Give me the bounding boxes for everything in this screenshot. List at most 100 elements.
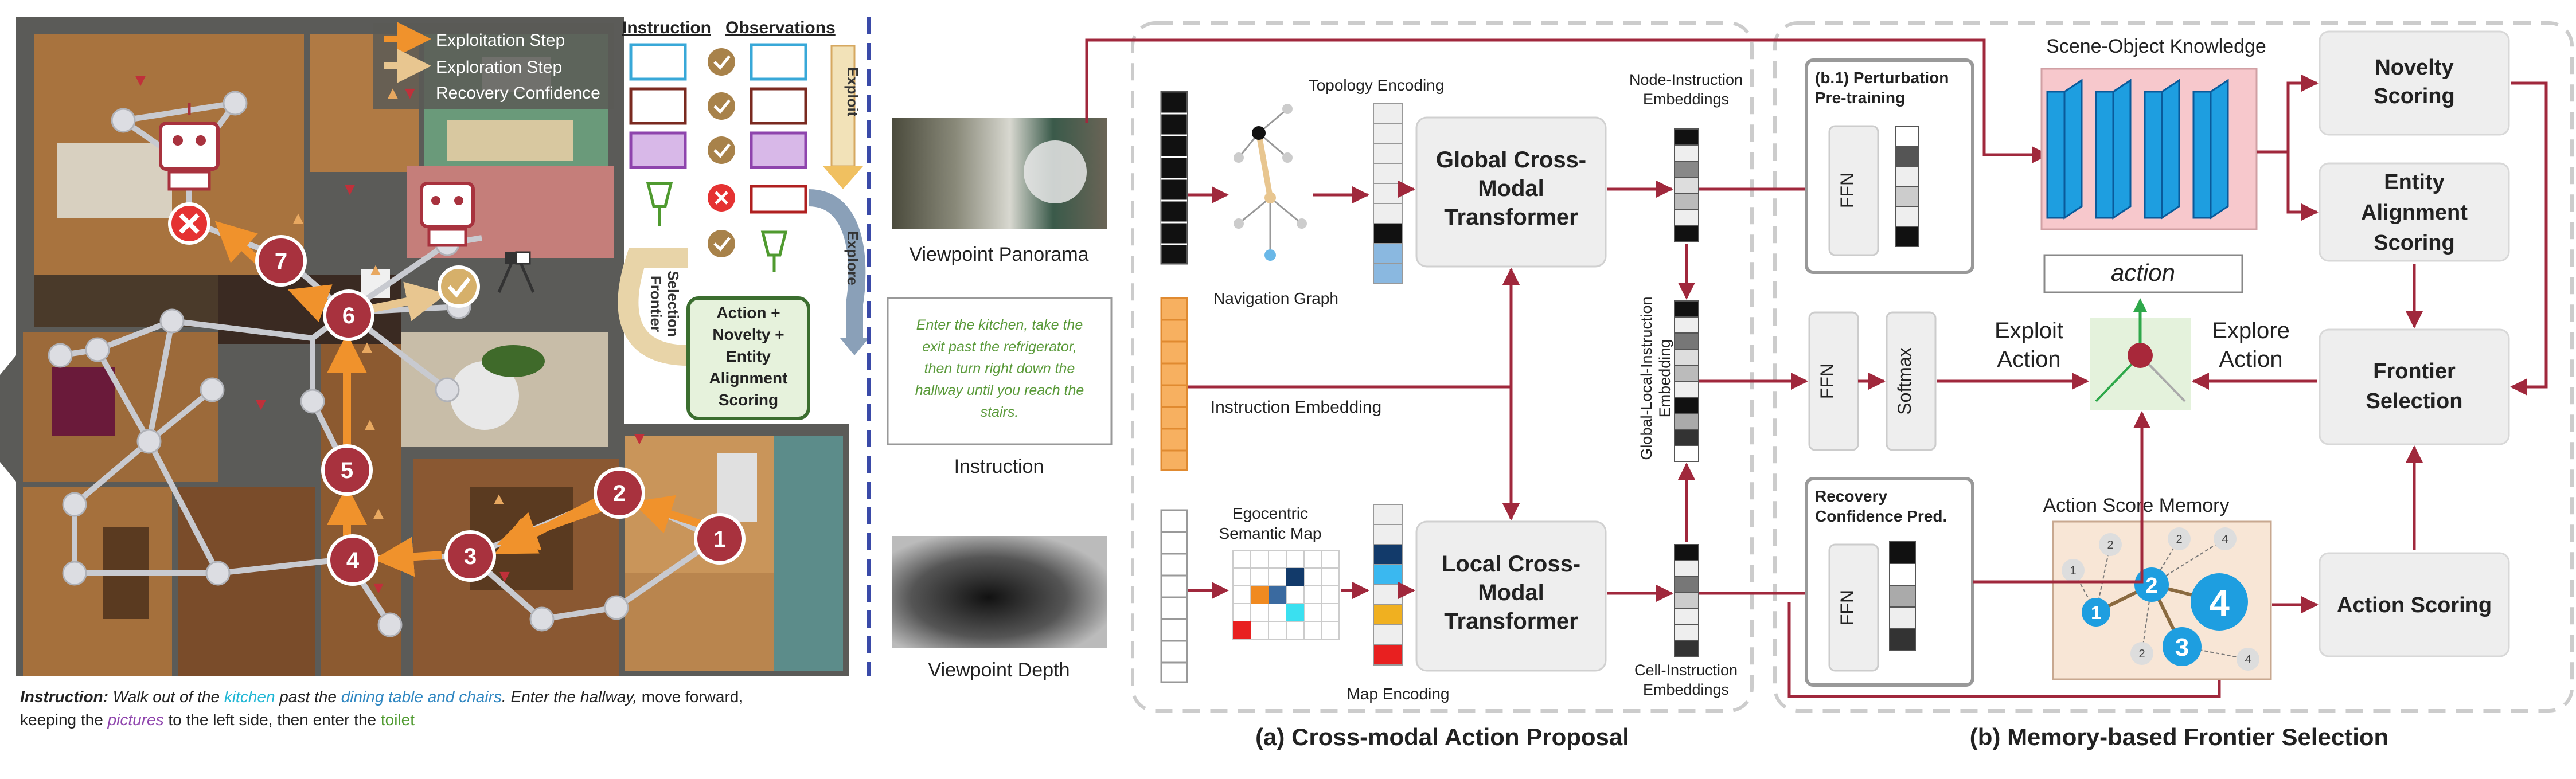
- instruction-caption: Instruction: Walk out of the kitchen pas…: [20, 688, 743, 729]
- action-scoring-box: Action Scoring: [2319, 552, 2510, 657]
- svg-text:▼: ▼: [370, 578, 387, 597]
- ffn-block: FFN: [1808, 311, 1859, 451]
- topology-encoding-label: Topology Encoding: [1309, 76, 1445, 94]
- svg-text:Explore: Explore: [844, 230, 861, 285]
- svg-text:Exploit: Exploit: [844, 67, 861, 117]
- svg-text:FFN: FFN: [1817, 363, 1837, 399]
- svg-text:2: 2: [613, 481, 626, 506]
- exploit-explore-labels: Exploit Action Explore Action: [1995, 318, 2290, 372]
- svg-text:hallway until you reach the: hallway until you reach the: [915, 382, 1084, 398]
- svg-text:Novelty: Novelty: [2375, 56, 2453, 80]
- svg-text:Exploit: Exploit: [1995, 318, 2063, 343]
- instruction-segment: to the left side, then enter the: [164, 711, 381, 729]
- svg-text:1: 1: [713, 527, 726, 552]
- step-markers: 1 2 3 4 5 6 7: [255, 235, 746, 586]
- step-6: 6: [323, 289, 374, 341]
- svg-text:▼: ▼: [401, 84, 419, 103]
- svg-text:Scoring: Scoring: [2374, 84, 2454, 108]
- selection-frame: [1773, 21, 2574, 713]
- robot-icon-2: [420, 182, 475, 247]
- instruction-segment: dining table and chairs: [341, 688, 502, 706]
- svg-text:Global-Local-Instruction: Global-Local-Instruction: [1638, 296, 1655, 460]
- svg-text:▲: ▲: [358, 338, 376, 357]
- svg-text:Pre-training: Pre-training: [1815, 89, 1905, 107]
- svg-text:Explore: Explore: [2212, 318, 2290, 343]
- svg-text:▲: ▲: [367, 260, 384, 279]
- svg-text:Action: Action: [2219, 347, 2282, 372]
- step-2: 2: [594, 467, 645, 519]
- proposal-frame: [1131, 21, 1754, 713]
- svg-text:FFN: FFN: [1837, 590, 1857, 625]
- input-panel: Viewpoint Panorama Enter the kitchen, ta…: [887, 118, 1113, 681]
- perturbation-box: (b.1) Perturbation Pre-training FFN: [1805, 58, 1974, 274]
- svg-text:Recovery: Recovery: [1815, 487, 1888, 505]
- svg-text:4: 4: [2222, 533, 2228, 546]
- node-instruction-stack: [1674, 128, 1699, 242]
- svg-text:Global Cross-: Global Cross-: [1436, 147, 1586, 173]
- entity-alignment-box: Entity Alignment Scoring: [2319, 162, 2510, 262]
- svg-text:Exploitation Step: Exploitation Step: [436, 31, 565, 50]
- svg-text:1: 1: [2091, 602, 2101, 623]
- instruction-stack: [1160, 297, 1188, 471]
- step-1: 1: [694, 513, 746, 565]
- svg-text:▼: ▼: [252, 395, 270, 414]
- svg-text:▼: ▼: [341, 180, 358, 199]
- svg-text:Selection: Selection: [665, 271, 682, 337]
- svg-text:Confidence Pred.: Confidence Pred.: [1815, 507, 1947, 525]
- svg-text:Instruction: Walk out of the k: Instruction: Walk out of the kitchen pas…: [20, 688, 743, 706]
- svg-text:Embeddings: Embeddings: [1643, 681, 1729, 698]
- cell-instruction-stack: [1674, 544, 1699, 657]
- svg-text:Entity: Entity: [2384, 170, 2445, 194]
- svg-text:Scene-Object Knowledge: Scene-Object Knowledge: [2046, 36, 2266, 57]
- map-encoding-stack: [1373, 504, 1403, 666]
- observation-panel: Instruction Observations Exploit Explore…: [618, 18, 869, 420]
- svg-text:▲: ▲: [290, 209, 307, 228]
- check-marks: [708, 48, 735, 257]
- graph-stack: [1160, 91, 1188, 265]
- svg-text:Exploration Step: Exploration Step: [436, 58, 562, 77]
- svg-text:Egocentric: Egocentric: [1232, 504, 1308, 522]
- instruction-segment: move forward,: [642, 688, 743, 706]
- map-encoding-label: Map Encoding: [1346, 685, 1449, 703]
- svg-text:Transformer: Transformer: [1444, 205, 1578, 230]
- step-3: 3: [444, 530, 496, 582]
- fail-x-icon: [168, 202, 210, 245]
- confidence-thumbs: ▼ ▼ ▲ ▲ ▲ ▼ ▲ ▲ ▼ ▲ ▼ ▼: [132, 71, 648, 597]
- global-local-stack: [1674, 300, 1699, 462]
- instruction-segment: Walk out of the: [108, 688, 224, 706]
- svg-text:Node-Instruction: Node-Instruction: [1629, 71, 1743, 88]
- svg-text:4: 4: [2245, 653, 2251, 666]
- svg-text:Semantic Map: Semantic Map: [1219, 524, 1322, 542]
- svg-text:exit past the refrigerator,: exit past the refrigerator,: [922, 339, 1077, 355]
- svg-text:Scoring: Scoring: [2374, 231, 2454, 255]
- svg-text:Alignment: Alignment: [2361, 201, 2468, 225]
- svg-text:Embeddings: Embeddings: [1643, 91, 1729, 108]
- embedding-labels: Node-Instruction Embeddings Global-Local…: [1629, 71, 1743, 698]
- recovery-box: Recovery Confidence Pred. FFN: [1805, 477, 1974, 687]
- local-transformer: Local Cross- Modal Transformer: [1415, 520, 1607, 672]
- svg-text:▼: ▼: [132, 71, 149, 90]
- legend: Exploitation Step Exploration Step ▲▼ Re…: [373, 22, 614, 109]
- svg-text:keeping the pictures to the le: keeping the pictures to the left side, t…: [20, 711, 415, 729]
- svg-text:Observations: Observations: [725, 18, 836, 37]
- depth-image: [892, 536, 1107, 648]
- svg-text:▲: ▲: [384, 84, 401, 103]
- selection-title: (b) Memory-based Frontier Selection: [1970, 723, 2388, 750]
- svg-text:Local Cross-: Local Cross-: [1442, 551, 1580, 577]
- svg-text:Modal: Modal: [1478, 580, 1544, 605]
- svg-text:Alignment: Alignment: [709, 369, 788, 387]
- svg-text:2: 2: [2176, 533, 2182, 546]
- svg-text:7: 7: [275, 249, 287, 274]
- svg-text:2: 2: [2107, 539, 2113, 551]
- svg-text:Action +: Action +: [716, 304, 780, 322]
- svg-text:Viewpoint Depth: Viewpoint Depth: [928, 659, 1070, 681]
- svg-text:FFN: FFN: [1837, 173, 1857, 208]
- svg-text:Enter the kitchen, take the: Enter the kitchen, take the: [916, 317, 1083, 333]
- semantic-map: Egocentric Semantic Map: [1219, 504, 1340, 640]
- svg-text:Recovery Confidence: Recovery Confidence: [436, 84, 600, 103]
- frontier-selection-box: Frontier Selection: [2319, 328, 2510, 445]
- svg-text:Action: Action: [1997, 347, 2060, 372]
- selection-arrows: [1858, 75, 2548, 613]
- svg-text:Frontier: Frontier: [2373, 359, 2456, 383]
